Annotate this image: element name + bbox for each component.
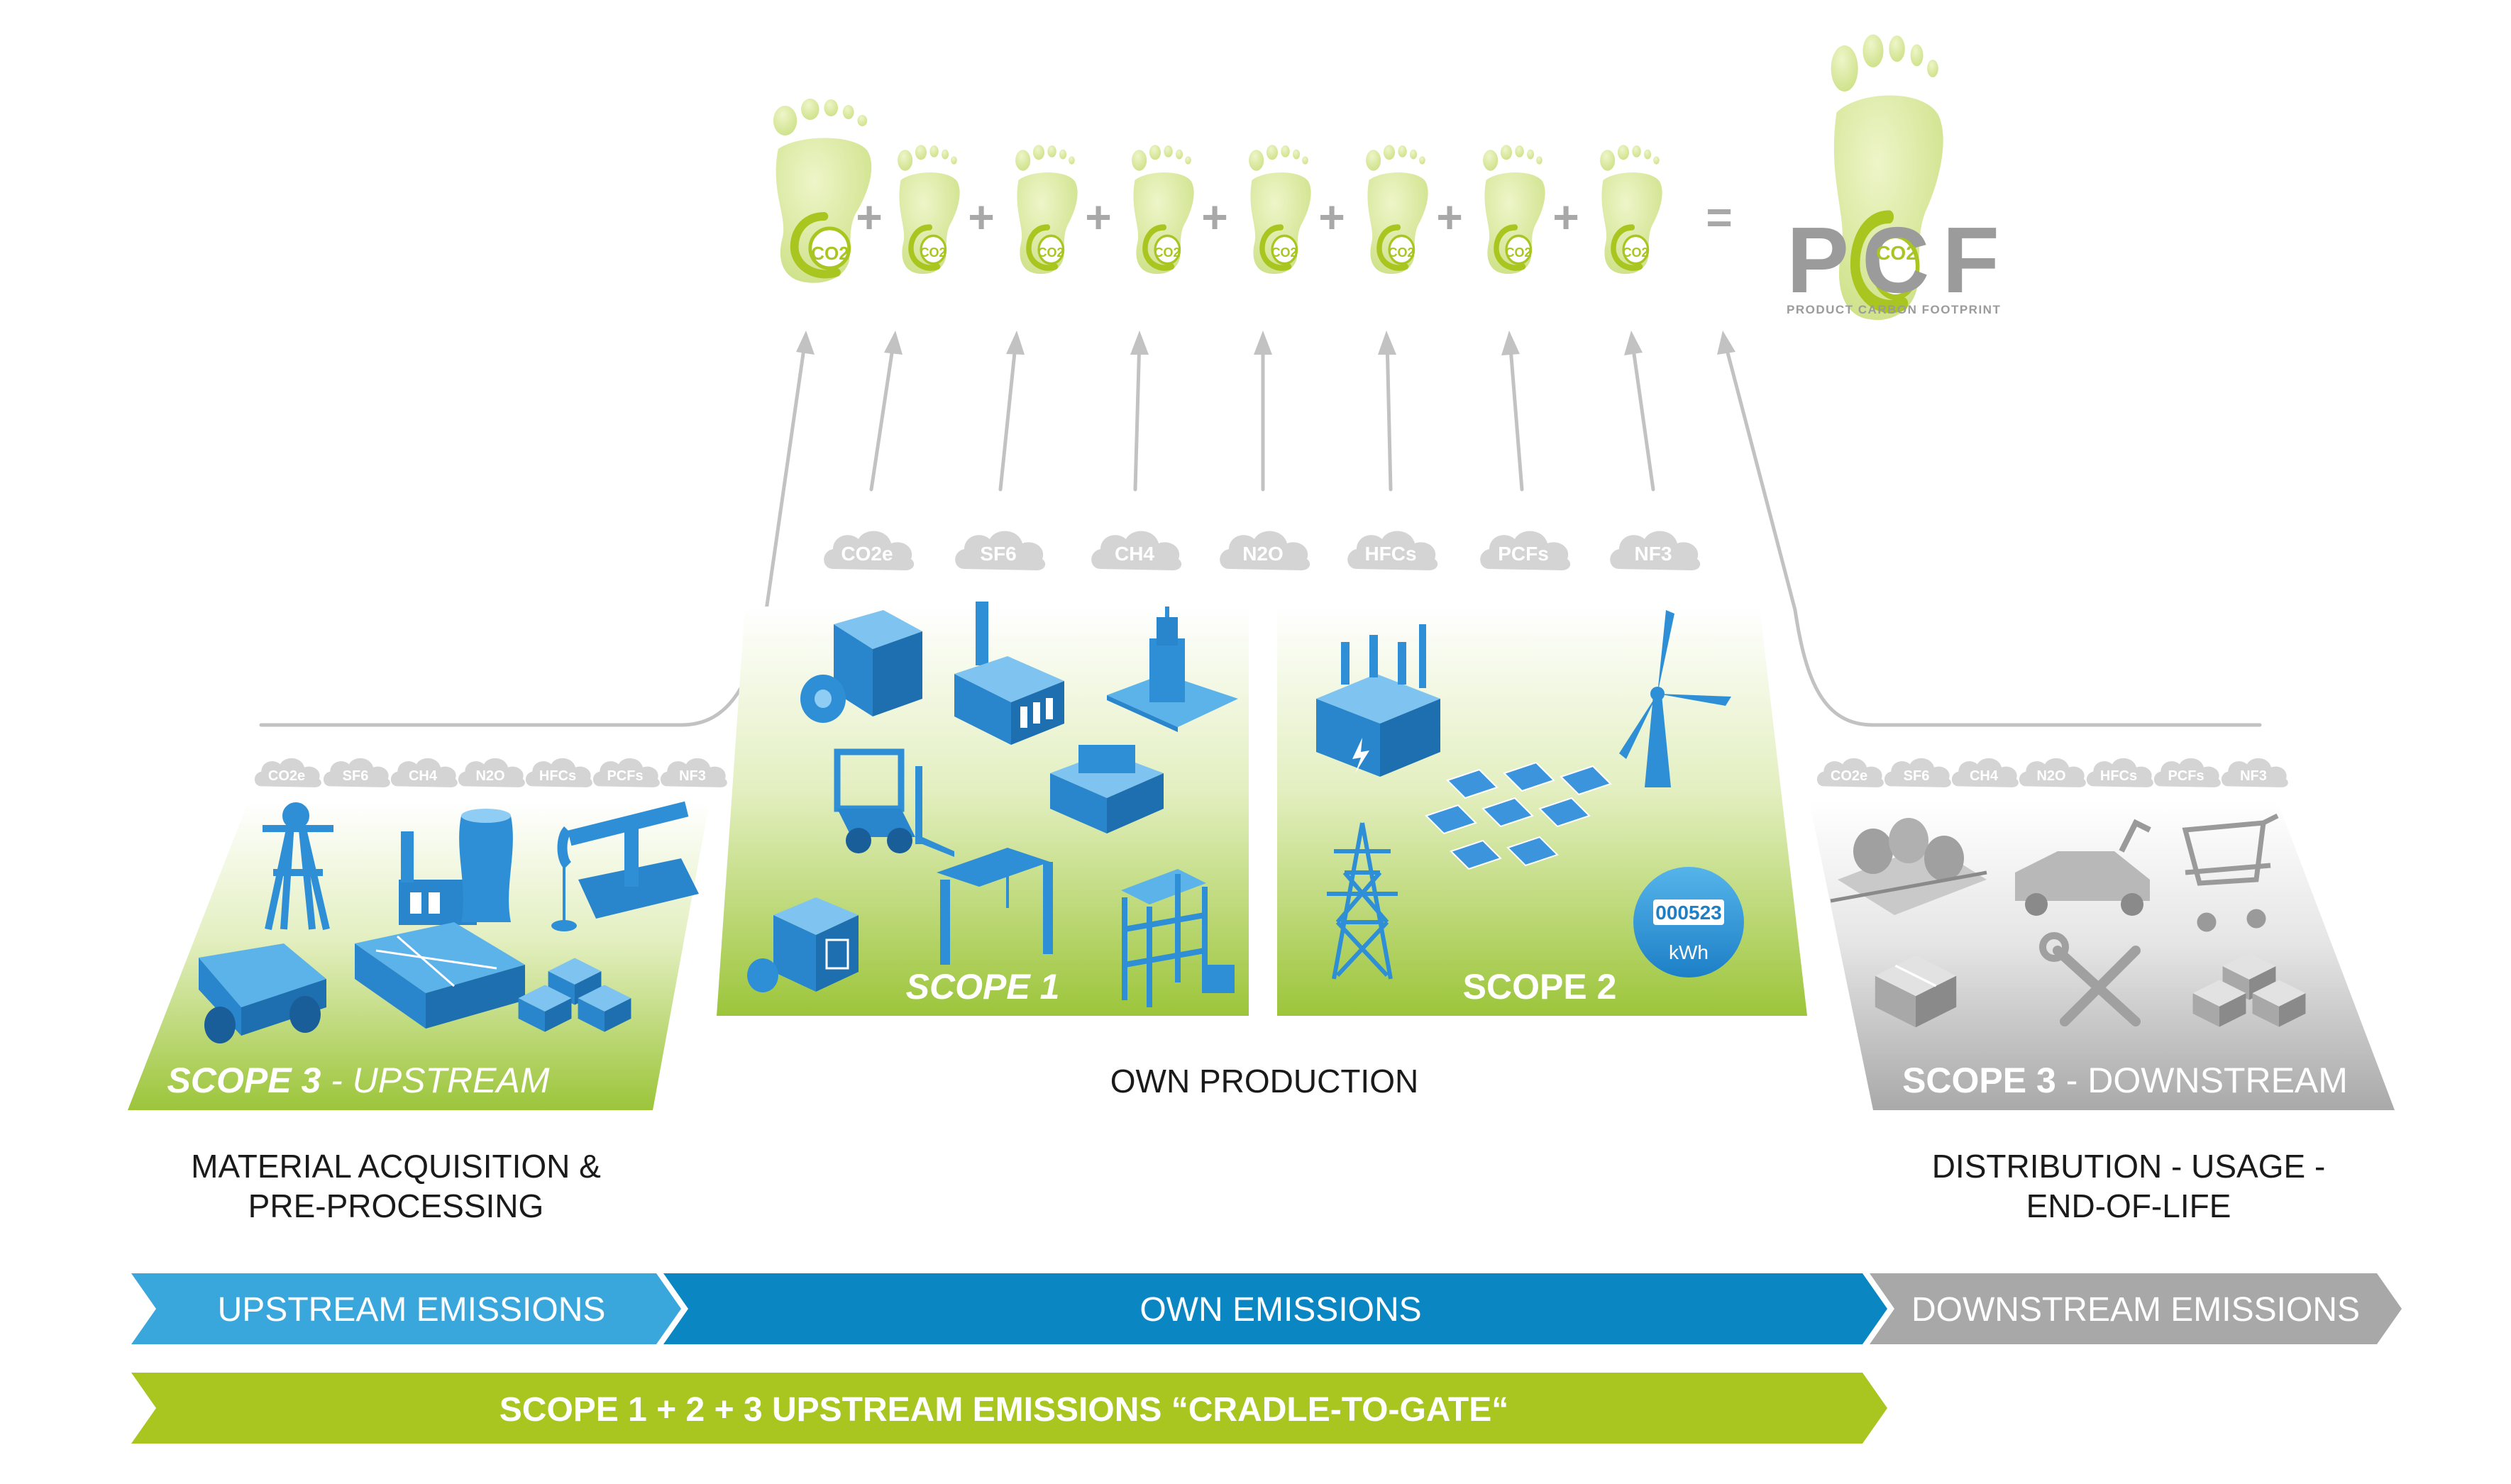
upstream-emissions-arrow	[131, 1273, 681, 1344]
own-emissions-label: OWN EMISSIONS	[1139, 1291, 1421, 1329]
plus-sign: +	[1318, 192, 1345, 243]
scope2-icons: 000523 kWh	[1316, 610, 1744, 980]
co2-label: CO2	[1505, 245, 1531, 260]
parcel-icon	[1875, 956, 1957, 1028]
cnc-machine-icon	[1050, 745, 1164, 834]
plus-sign: +	[1552, 192, 1579, 243]
scope3-downstream-title: SCOPE 3 - DOWNSTREAM	[1902, 1061, 2348, 1100]
plus-sign: +	[856, 192, 882, 243]
oil-pump-icon	[551, 801, 699, 931]
gas-label: N2O	[1242, 543, 1284, 565]
scope3-downstream-title-bold: SCOPE 3	[1902, 1061, 2056, 1100]
gas-label: N2O	[475, 768, 504, 784]
meter-unit: kWh	[1669, 941, 1709, 963]
material-label-line2: PRE-PROCESSING	[248, 1187, 544, 1224]
scope3-downstream-title-rest: - DOWNSTREAM	[2056, 1061, 2348, 1100]
scope1-title: SCOPE 1	[906, 967, 1060, 1007]
gas-label: SF6	[980, 543, 1016, 565]
gas-label: HFCs	[1364, 543, 1416, 565]
transformer-icon	[1316, 624, 1440, 777]
gas-label: PCFs	[1498, 543, 1549, 565]
cradle-to-gate-arrow	[131, 1373, 1887, 1444]
scope2-title: SCOPE 2	[1463, 967, 1617, 1007]
plus-sign: +	[1436, 192, 1462, 243]
mine-headframe-icon	[263, 802, 333, 931]
co2-label: CO2	[1388, 245, 1414, 260]
power-pylon-icon	[1327, 822, 1398, 980]
storage-rack-icon	[1121, 869, 1235, 1007]
flow-arrowheads	[796, 331, 1735, 355]
gas-label: NF3	[679, 768, 706, 784]
cooling-tower-icon	[399, 809, 513, 925]
mining-truck-icon	[199, 943, 326, 1043]
own-production-label: OWN PRODUCTION	[1110, 1063, 1418, 1100]
pcf-co2-label: CO2	[1876, 242, 1917, 264]
gas-label: PCFs	[607, 768, 643, 784]
co2-label: CO2	[1622, 245, 1648, 260]
gas-label: CO2e	[841, 543, 893, 565]
co2-label: CO2	[920, 245, 946, 260]
co2-label: CO2	[1271, 245, 1297, 260]
pcf-logo: PCF CO2 PRODUCT CARBON FOOTPRINT	[1787, 34, 2012, 320]
gas-clouds-downstream: CO2e SF6 CH4 N2O HFCs PCFs NF3	[1816, 758, 2288, 787]
rail-transport-icon	[1830, 818, 1987, 915]
energy-meter-icon: 000523 kWh	[1633, 867, 1744, 978]
distribution-label-line1: DISTRIBUTION - USAGE -	[1932, 1148, 2326, 1185]
gas-label: HFCs	[539, 768, 576, 784]
co2-label: CO2	[811, 243, 849, 264]
upstream-emissions-label: UPSTREAM EMISSIONS	[218, 1291, 606, 1329]
distribution-label-line2: END-OF-LIFE	[2026, 1187, 2231, 1224]
footprint-equation: CO2 CO2 CO2 CO2 CO2 CO2 CO2 CO2 + + + + …	[773, 99, 1733, 283]
gas-label: NF3	[2240, 768, 2267, 784]
wind-turbine-icon	[1619, 610, 1731, 787]
pcf-subtitle: PRODUCT CARBON FOOTPRINT	[1787, 303, 2001, 316]
car-assembly-icon	[2015, 819, 2151, 916]
cradle-to-gate-label: SCOPE 1 + 2 + 3 UPSTREAM EMISSIONS “CRAD…	[500, 1391, 1508, 1429]
material-label-line1: MATERIAL ACQUISITION &	[191, 1148, 601, 1185]
gas-label: CH4	[1115, 543, 1154, 565]
steel-structure-icon	[355, 922, 525, 1029]
co2-label: CO2	[1154, 245, 1180, 260]
downstream-emissions-label: DOWNSTREAM EMISSIONS	[1911, 1291, 2360, 1329]
scope3-upstream-title-bold: SCOPE 3	[167, 1061, 321, 1100]
downstream-emissions-arrow	[1870, 1273, 2402, 1344]
gas-label: SF6	[343, 768, 369, 784]
gas-clouds-upstream: CO2e SF6 CH4 N2O HFCs PCFs NF3	[254, 758, 727, 787]
gas-clouds-main: CO2e SF6 CH4 N2O HFCs PCFs NF3	[824, 531, 1701, 570]
tools-icon	[2039, 932, 2141, 1026]
coil-machine-icon	[800, 610, 922, 723]
boiler-icon	[747, 897, 859, 992]
own-emissions-arrow	[663, 1273, 1887, 1344]
solar-panels-icon	[1425, 761, 1612, 870]
equals-sign: =	[1706, 192, 1732, 243]
plus-sign: +	[1201, 192, 1227, 243]
scope3-upstream-icons	[199, 801, 699, 1043]
meter-value: 000523	[1655, 902, 1721, 924]
scope3-downstream-icons	[1830, 813, 2306, 1028]
substation-icon	[1107, 607, 1238, 732]
gas-label: N2O	[2036, 768, 2065, 784]
pcf-logo-text: PCF	[1787, 208, 2012, 312]
gas-label: PCFs	[2168, 768, 2204, 784]
gas-label: NF3	[1635, 543, 1672, 565]
shopping-cart-icon	[2182, 813, 2279, 932]
scope1-icons	[747, 602, 1238, 1007]
gas-label: SF6	[1904, 768, 1930, 784]
forklift-icon	[834, 748, 954, 857]
gas-label: CH4	[1970, 768, 1999, 784]
flow-lines	[259, 337, 2262, 727]
gas-label: CO2e	[268, 768, 305, 784]
plus-sign: +	[1085, 192, 1111, 243]
gas-label: CH4	[409, 768, 438, 784]
factory-icon	[954, 602, 1064, 745]
co2-label: CO2	[1037, 245, 1064, 260]
gantry-crane-icon	[937, 848, 1053, 965]
scope3-upstream-title-rest: - UPSTREAM	[321, 1061, 550, 1100]
scope3-upstream-title: SCOPE 3 - UPSTREAM	[167, 1061, 550, 1100]
gas-label: CO2e	[1831, 768, 1867, 784]
plus-sign: +	[968, 192, 994, 243]
gas-label: HFCs	[2100, 768, 2137, 784]
